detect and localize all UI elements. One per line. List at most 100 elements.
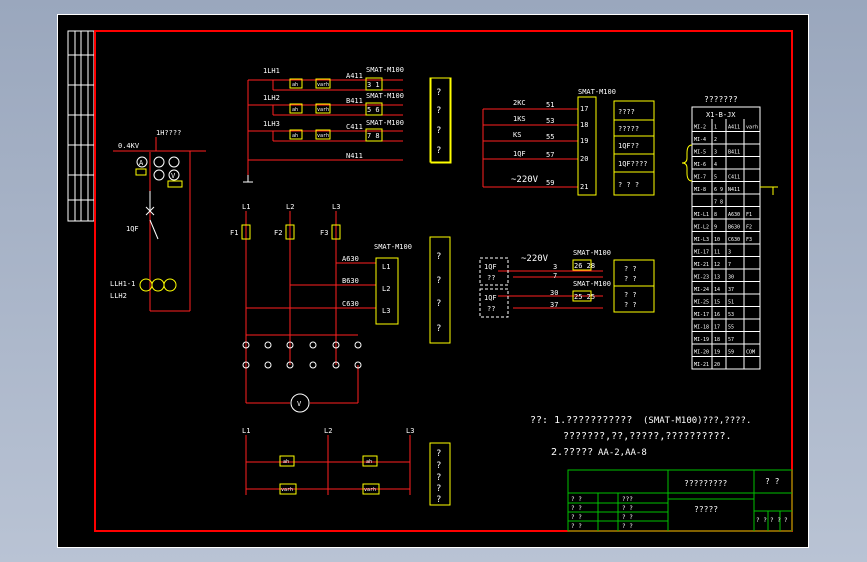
terminal-row-cell: MI-20: [694, 350, 709, 356]
current-transformers: [139, 278, 177, 292]
qf-module-label-2: SMAT-M100: [573, 280, 611, 288]
relay-ah-1: ah: [292, 82, 298, 88]
terminal-row-cell: 55: [728, 325, 734, 331]
module-l1: L1: [382, 263, 390, 271]
wire-n411: N411: [346, 152, 363, 160]
terminal-row-cell: MI-21: [694, 262, 709, 268]
legend-top-2: ?: [436, 106, 441, 116]
coil-label-2: 1LH2: [263, 94, 280, 102]
electrical-drawing: 1H???? 0.4KV 1QF LLH1-1 LLH2 A V 1LH1 1L…: [67, 30, 793, 532]
qf-wire-7: 7: [553, 272, 557, 280]
module-label-2: SMAT-M100: [366, 92, 404, 100]
terminal-row-cell: MI-23: [694, 275, 709, 281]
meter-circuit: [245, 435, 411, 495]
terminal-row-cell: 7: [728, 262, 731, 268]
terminal-row-cell: MI-7: [694, 175, 706, 181]
qf-box-1-sub: ??: [487, 274, 495, 282]
note-line-2: ???????,??,?????,??????????.: [563, 431, 732, 442]
relay-varh-2: varh: [317, 107, 329, 113]
relay-varh-3: varh: [317, 133, 329, 139]
signal-legend-boxes: [577, 96, 655, 196]
phase-l3: L3: [332, 203, 340, 211]
bus-label: 1H????: [156, 129, 181, 137]
qf-boxes: [479, 257, 509, 318]
signal-module-label: SMAT-M100: [578, 88, 616, 96]
module-label-1: SMAT-M100: [366, 66, 404, 74]
terminal-row-cell: A411: [728, 125, 740, 131]
signal-legend-2: ?????: [618, 125, 639, 133]
module-terminal-2: 5 6: [367, 106, 380, 114]
voltmeter-label: V: [297, 400, 302, 408]
contact-1qf: 1QF: [513, 150, 526, 158]
wire-c411: C411: [346, 123, 363, 131]
terminal-row-cell: B411: [728, 150, 740, 156]
top-relays: [289, 77, 452, 164]
terminal-row-cell: MI-8: [694, 187, 706, 193]
terminal-row-cell: MI-24: [694, 287, 709, 293]
legend-meter-3: ?: [436, 473, 441, 483]
terminal-row-cell: 16: [714, 312, 720, 318]
qf-box-1-label: 1QF: [484, 263, 497, 271]
tb-cell-8: ? ?: [622, 523, 633, 530]
qf-terminal-1: 26 28: [574, 262, 595, 270]
voltage-module-label: SMAT-M100: [374, 243, 412, 251]
terminal-row-cell: 3: [714, 150, 717, 156]
relay-varh-1: varh: [317, 82, 329, 88]
meter-a-label: A: [139, 159, 144, 167]
note-line-3a: 2.?????: [551, 447, 593, 458]
legend-top-4: ?: [436, 146, 441, 156]
terminal-row-cell: C411: [728, 175, 740, 181]
module-l3: L3: [382, 307, 390, 315]
terminal-row-cell: MI-L2: [694, 225, 709, 231]
phase-l1: L1: [242, 203, 250, 211]
meter-phase-l3: L3: [406, 427, 414, 435]
tb-cell-3: ? ?: [571, 505, 582, 512]
legend-fuse-2: ?: [436, 276, 441, 286]
terminal-row-cell: F1: [746, 212, 752, 218]
terminal-17: 17: [580, 105, 588, 113]
terminal-row-cell: 14: [714, 287, 720, 293]
terminal-row-cell: 8: [714, 212, 717, 218]
terminal-block-title: ???????: [704, 95, 738, 104]
relay-ah-2: ah: [292, 107, 298, 113]
tb-cell-1: ? ?: [571, 496, 582, 503]
contact-ks: KS: [513, 131, 521, 139]
fuse-f1: F1: [230, 229, 238, 237]
tb-small-1: ? ?: [756, 517, 767, 524]
legend-fuse-3: ?: [436, 299, 441, 309]
tb-cell-5: ? ?: [571, 514, 582, 521]
qf-wire-3: 3: [553, 263, 557, 271]
terminal-row-cell: A630: [728, 212, 740, 218]
terminal-row-cell: 9: [714, 225, 717, 231]
wire-59: 59: [546, 179, 554, 187]
terminal-row-cell: 6 9: [714, 187, 723, 193]
wire-b411: B411: [346, 97, 363, 105]
terminal-row-cell: 12: [714, 262, 720, 268]
coil-label-3: 1LH3: [263, 120, 280, 128]
terminal-row-cell: 51: [728, 300, 734, 306]
title-block-main: ?????????: [684, 479, 728, 488]
qf-voltage: ~220V: [521, 254, 549, 264]
terminal-row-cell: 19: [714, 350, 720, 356]
terminal-row-cell: B630: [728, 225, 740, 231]
voltage-label: 0.4KV: [118, 142, 140, 150]
legend-meter-5: ?: [436, 495, 441, 505]
terminal-row-cell: 53: [728, 312, 734, 318]
terminal-row-cell: MI-L1: [694, 212, 709, 218]
terminal-row-cell: 13: [714, 275, 720, 281]
terminal-row-cell: 59: [728, 350, 734, 356]
tb-cell-7: ? ?: [571, 523, 582, 530]
module-l2: L2: [382, 285, 390, 293]
terminal-row-cell: MI-4: [694, 137, 706, 143]
terminal-row-cell: 5: [714, 175, 717, 181]
terminal-row-cell: N411: [728, 187, 740, 193]
tb-cell-6: ? ?: [622, 514, 633, 521]
meter-phase-l1: L1: [242, 427, 250, 435]
drawing-frame: [94, 30, 793, 532]
legend-top-1: ?: [436, 88, 441, 98]
wire-53: 53: [546, 117, 554, 125]
qf-legend-1: ? ?: [624, 265, 637, 273]
terminal-row-cell: MI-L3: [694, 237, 709, 243]
module-terminal-3: 7 8: [367, 132, 380, 140]
signal-voltage: ~220V: [511, 175, 539, 185]
